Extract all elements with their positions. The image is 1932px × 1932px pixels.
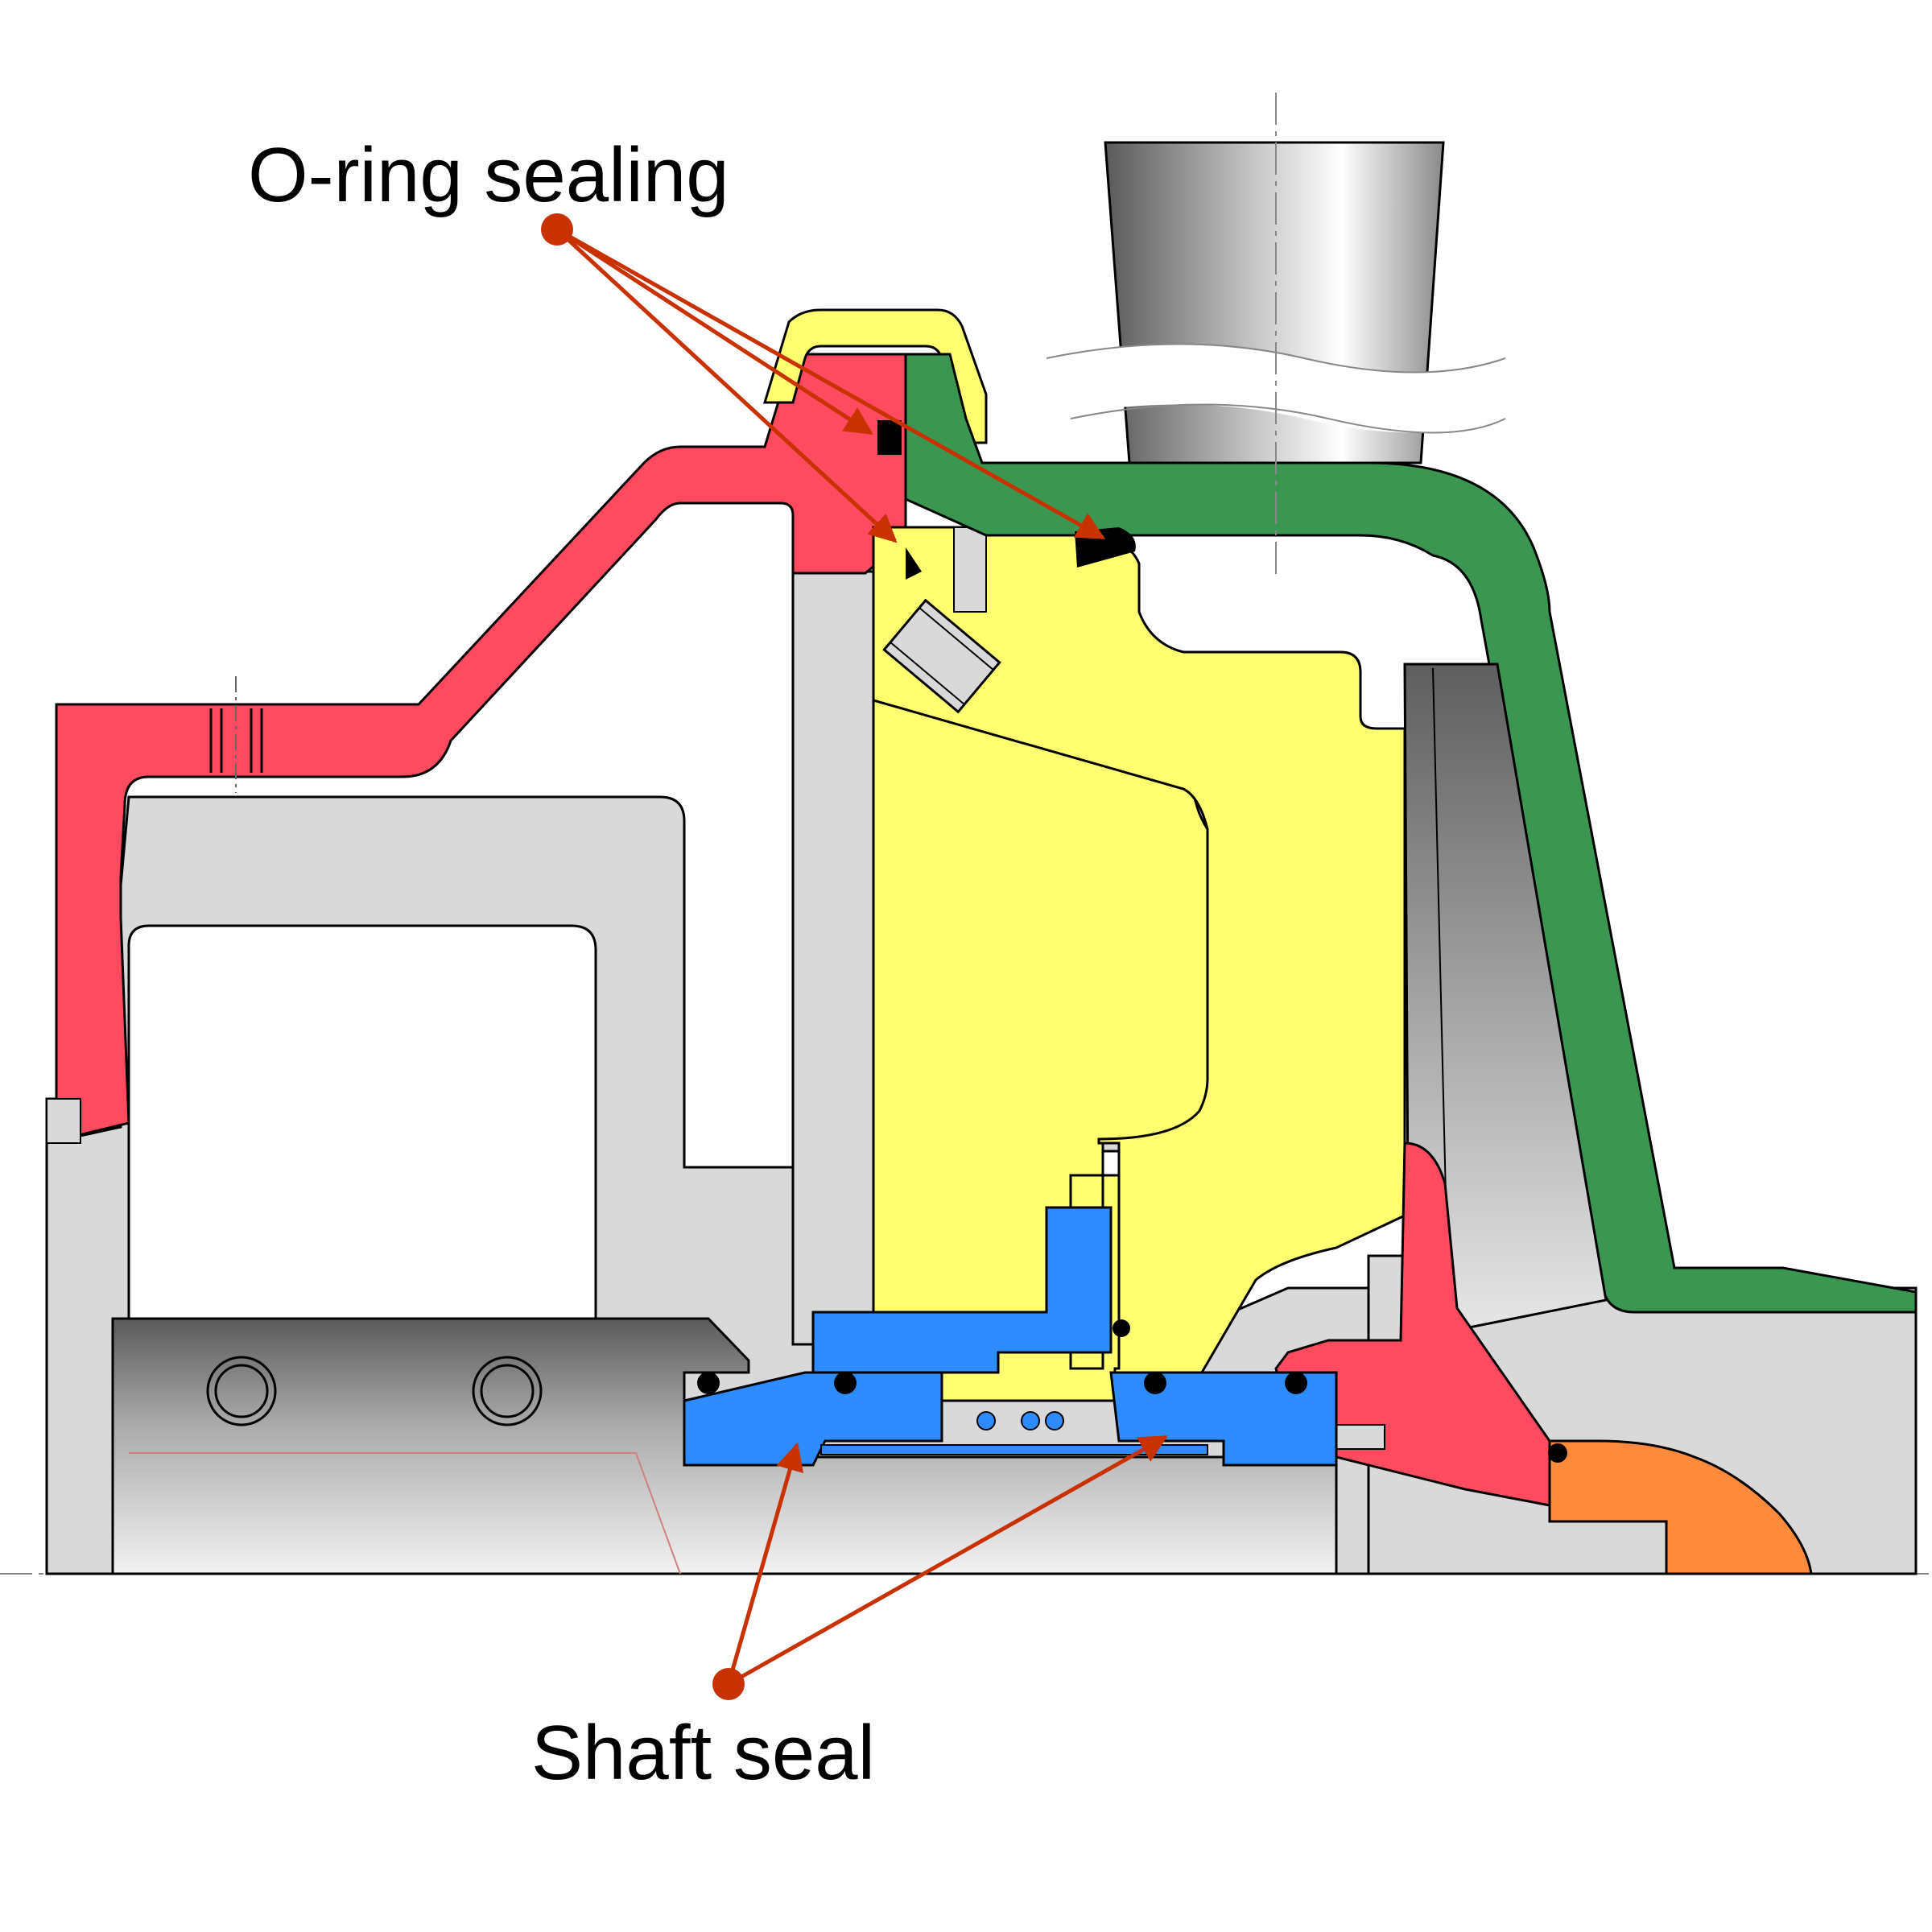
- pipe-break-line-1: [1046, 343, 1506, 374]
- seal-bracket-yellow-main: [872, 506, 1406, 1402]
- bearing-housing-window: [127, 924, 597, 1322]
- oring-pointer-arrow-3: [555, 227, 1106, 540]
- pipe-break-mask: [1046, 344, 1505, 433]
- seal-sleeve-strip: [820, 1444, 1208, 1455]
- bolt-hole: [953, 526, 987, 613]
- seal-balls: [976, 1411, 1064, 1430]
- red-lip: [46, 1098, 81, 1144]
- pump-cover-green: [904, 353, 1918, 1314]
- oring-sealing-label: O-ring sealing: [248, 132, 729, 218]
- seal-o-rings: [697, 1319, 1307, 1394]
- o-ring-2: [906, 547, 922, 580]
- pipe-break-line-2: [1070, 403, 1506, 434]
- shaft-key-outline: [129, 1452, 681, 1575]
- seal-sleeve-blue: [683, 1371, 943, 1467]
- bearing-housing-red: [45, 353, 907, 1145]
- shaft-seal-label: Shaft seal: [531, 1710, 875, 1796]
- shaft-pointer-arrow-2: [727, 1435, 1169, 1686]
- adapter-plate: [791, 570, 875, 1346]
- o-ring-1: [877, 420, 902, 455]
- angled-bolt: [882, 598, 1001, 714]
- shaft-bolt-1: [206, 1356, 277, 1426]
- shaft-bolt-2: [472, 1356, 543, 1426]
- oring-pointer-arrow-2: [555, 228, 898, 543]
- seal-gland-blue: [811, 1206, 1113, 1374]
- shaft-pointer-arrow-1: [726, 1442, 804, 1685]
- impeller-hub-red: [1274, 1141, 1551, 1507]
- seal-sleeve-blue-right: [1109, 1371, 1338, 1467]
- oring-pointer-arrow-1: [555, 227, 873, 436]
- impeller-nut-orange: [1548, 1439, 1813, 1575]
- o-ring-4: [1548, 1443, 1567, 1463]
